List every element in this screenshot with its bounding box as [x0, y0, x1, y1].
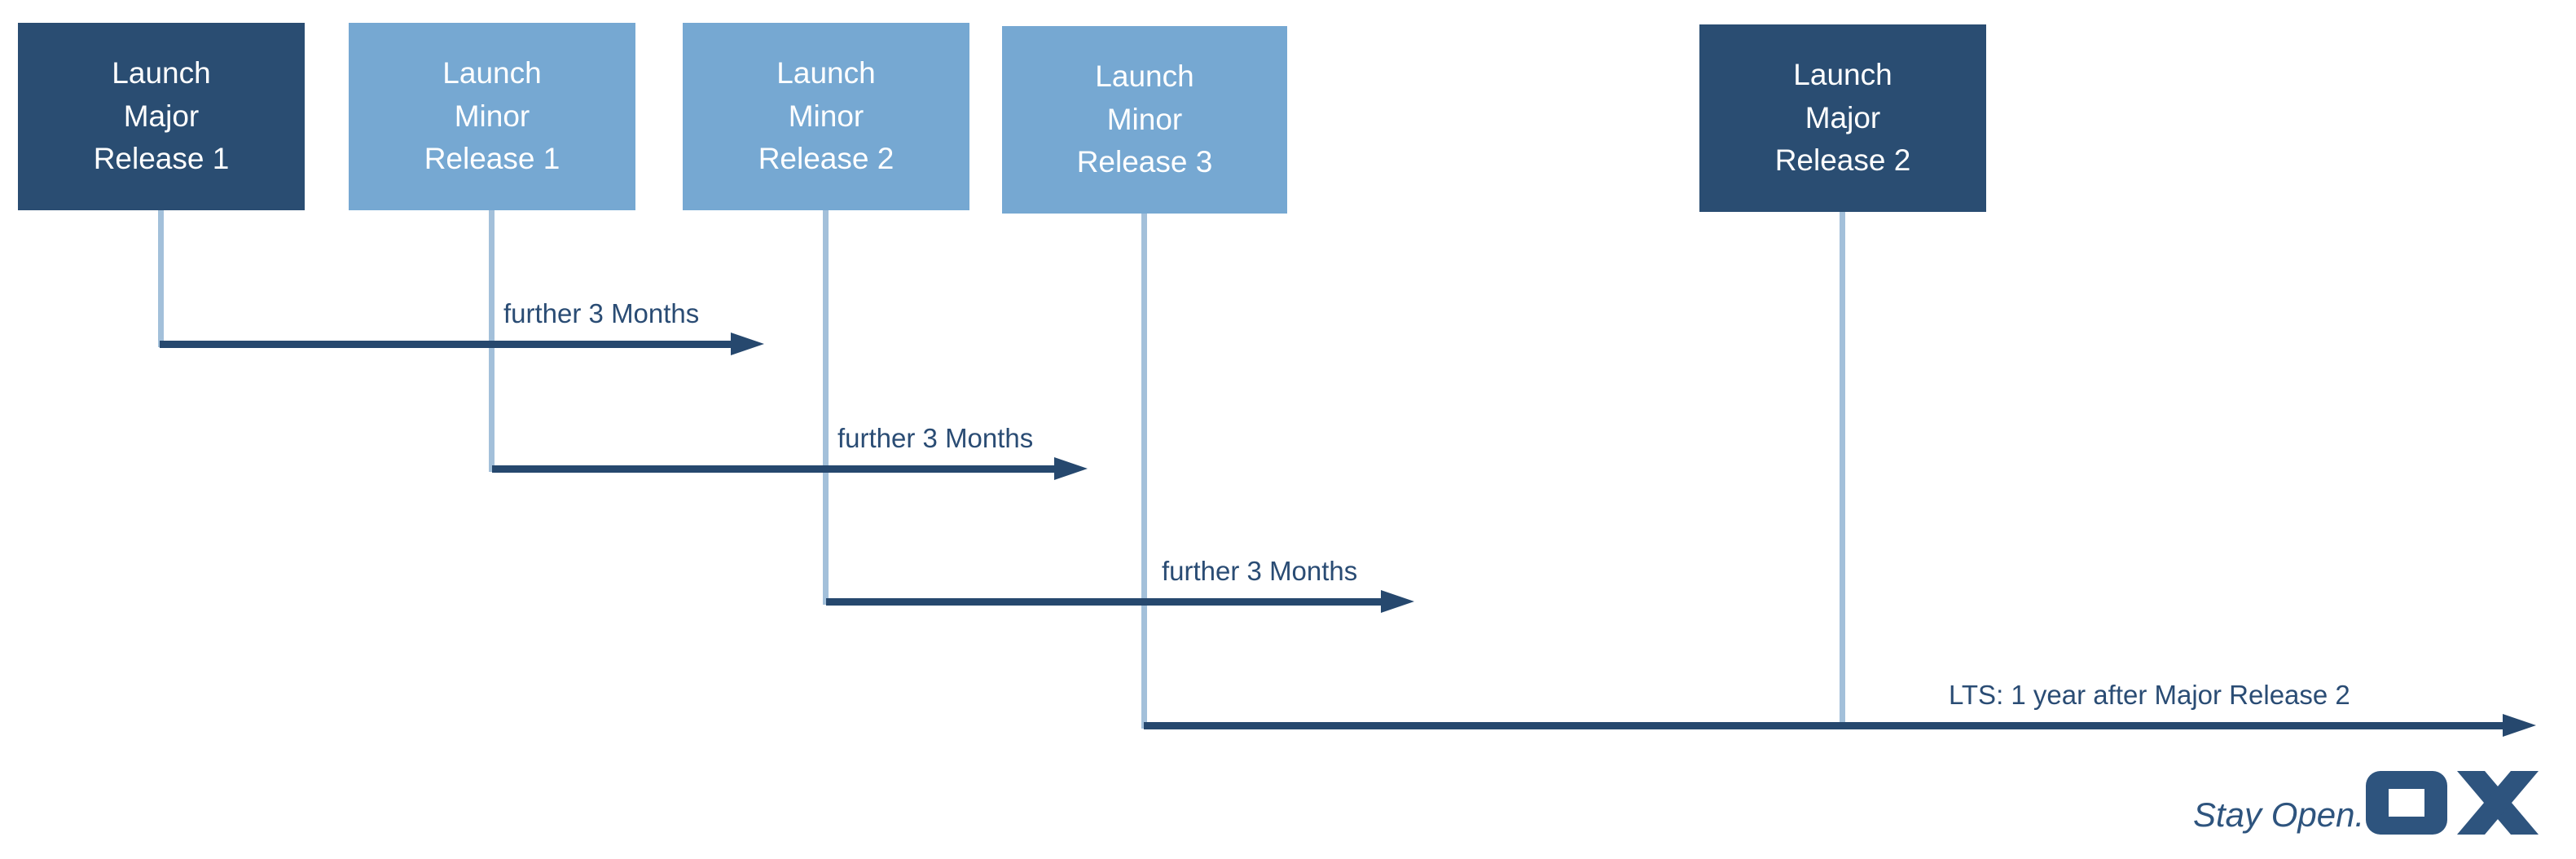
box-launch-major-release-1: Launch Major Release 1: [18, 23, 305, 210]
arrow-support-lts-shaft: [1144, 722, 2503, 729]
box-launch-minor-release-1: Launch Minor Release 1: [349, 23, 635, 210]
box-launch-minor-release-1-label: Launch Minor Release 1: [424, 56, 560, 176]
arrow-support-minor-2-head-icon: [1054, 457, 1088, 480]
arrow-support-minor-2-label: further 3 Months: [837, 423, 1034, 453]
arrow-support-lts-head-icon: [2503, 714, 2536, 737]
box-launch-major-release-2: Launch Major Release 2: [1699, 24, 1986, 212]
tagline-stay-open: Stay Open.: [2193, 795, 2365, 834]
connector-major-release-2: [1840, 212, 1845, 729]
box-launch-minor-release-3: Launch Minor Release 3: [1002, 26, 1287, 214]
box-launch-minor-release-2: Launch Minor Release 2: [683, 23, 969, 210]
box-launch-major-release-1-label: Launch Major Release 1: [93, 56, 230, 176]
arrow-support-minor-1-head-icon: [731, 333, 764, 355]
arrow-support-minor-3-shaft: [826, 598, 1381, 606]
box-launch-minor-release-2-label: Launch Minor Release 2: [758, 56, 895, 176]
ox-logo-icon: [2366, 771, 2539, 835]
arrow-support-minor-2-shaft: [492, 465, 1054, 473]
box-launch-major-release-2-label: Launch Major Release 2: [1774, 58, 1911, 178]
ox-logo-o-glyph: [2366, 771, 2447, 835]
arrow-support-lts-label: LTS: 1 year after Major Release 2: [1949, 680, 2350, 710]
box-launch-minor-release-3-label: Launch Minor Release 3: [1076, 59, 1213, 179]
connector-minor-release-2: [823, 210, 829, 605]
connector-minor-release-3: [1141, 214, 1147, 729]
arrow-support-minor-1-label: further 3 Months: [503, 298, 700, 328]
arrow-support-minor-3-head-icon: [1381, 590, 1414, 613]
connector-major-release-1: [158, 210, 164, 347]
arrow-support-minor-1-shaft: [160, 341, 731, 348]
arrow-support-minor-3-label: further 3 Months: [1162, 556, 1358, 586]
ox-logo-x-stroke-2: [2457, 771, 2539, 835]
